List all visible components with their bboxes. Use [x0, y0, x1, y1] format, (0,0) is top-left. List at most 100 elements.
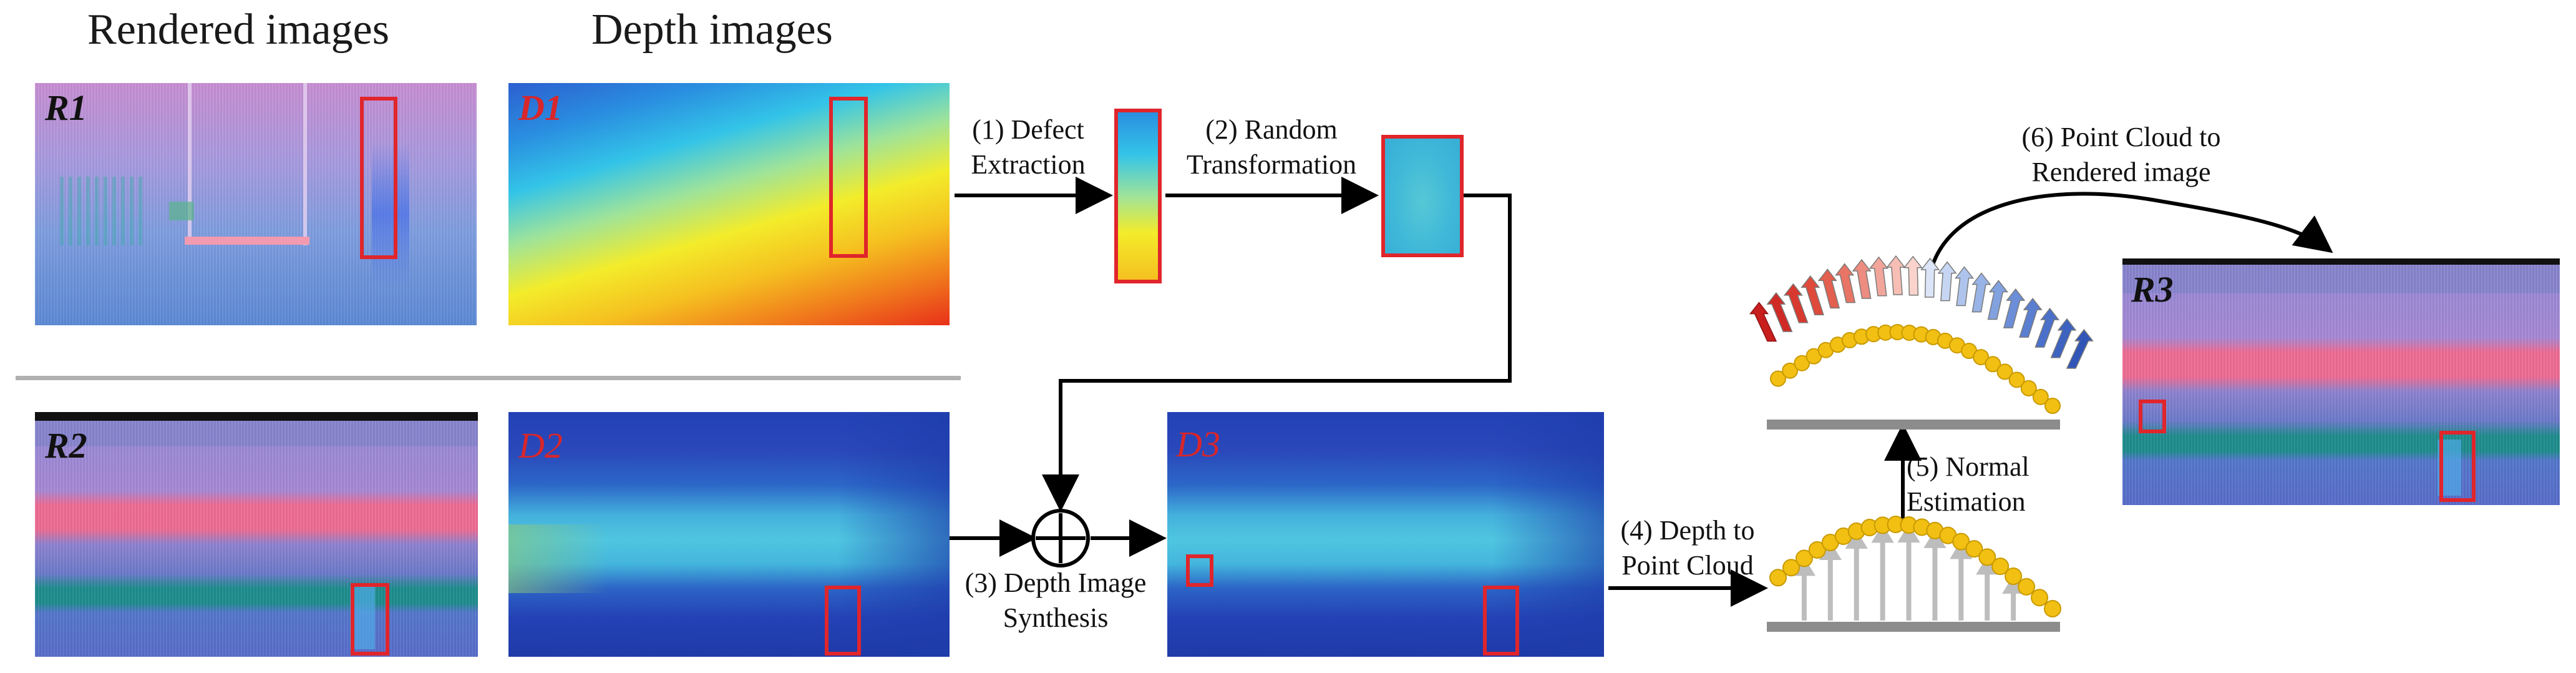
label-d3: D3: [1176, 424, 1220, 464]
defect-box-d1: [829, 97, 868, 258]
point-cloud-normals: [1749, 255, 2094, 430]
point: [2020, 380, 2037, 396]
normal-arrow: [2019, 297, 2043, 338]
normal-arrowhead: [1792, 557, 1816, 576]
step-5-label: (5) Normal Estimation: [1907, 451, 2029, 517]
label-r3: R3: [2131, 269, 2174, 310]
texture-stripe-pink: [185, 237, 309, 245]
right-fade: [837, 412, 950, 657]
point: [1770, 370, 1786, 387]
normal-arrowhead: [1897, 524, 1920, 543]
normal-arrow: [2066, 328, 2094, 369]
label-r2: R2: [45, 425, 87, 466]
point: [2044, 600, 2061, 617]
normal-arrow: [1801, 275, 1824, 315]
base-plane: [1767, 420, 2060, 430]
point: [1782, 362, 1799, 379]
normal-arrow: [1869, 256, 1888, 297]
vertical-normals: [1792, 524, 2025, 621]
point: [1965, 540, 1983, 558]
normal-arrow: [2050, 318, 2077, 358]
defect-box-d2: [825, 586, 861, 656]
point: [1985, 356, 2001, 373]
normal-arrow: [1835, 263, 1856, 303]
step-3-label: (3) Depth Image Synthesis: [965, 567, 1147, 633]
point: [2018, 577, 2036, 596]
surface-points: [1769, 516, 2061, 617]
point: [1782, 559, 1800, 577]
label-d2: D2: [518, 425, 563, 466]
point: [2031, 589, 2049, 607]
point: [1991, 558, 2010, 576]
point-cloud-depth: [1767, 516, 2061, 632]
point: [2008, 371, 2025, 388]
defect-box-r3: [2439, 431, 2476, 502]
normal-arrow: [2003, 288, 2026, 328]
texture-defect-blue: [372, 142, 409, 286]
top-edge: [35, 412, 478, 421]
point: [2044, 398, 2061, 414]
point: [1769, 569, 1787, 587]
colored-normals: [1749, 255, 2094, 369]
defect-box-r2: [351, 583, 389, 656]
normal-arrow: [1903, 255, 1923, 296]
rendered-image-r3: R3: [2122, 258, 2560, 505]
step-2-label: (2) Random Transformation: [1186, 114, 1357, 180]
normal-arrow: [1937, 261, 1957, 302]
texture-scratch: [60, 177, 147, 245]
depth-image-d3: D3: [1167, 412, 1604, 657]
normal-arrowhead: [1950, 540, 1973, 559]
normal-arrowhead: [1871, 524, 1894, 543]
normal-arrowhead: [1819, 541, 1842, 560]
depth-image-d1: D1: [508, 83, 950, 325]
left-glow: [508, 524, 608, 593]
normal-arrow: [1749, 302, 1777, 342]
normal-arrowhead: [1976, 556, 1999, 575]
surface-points-top: [1770, 324, 2061, 414]
rendered-image-r1: R1: [35, 83, 477, 325]
circled-plus-icon: [1031, 509, 1090, 567]
right-fade: [1492, 412, 1604, 657]
texture-patch-green: [169, 202, 194, 220]
normal-arrow: [1955, 266, 1975, 307]
point: [2032, 388, 2049, 405]
point: [2005, 567, 2023, 586]
point: [1952, 533, 1970, 551]
normal-arrow: [1971, 272, 1991, 313]
texture-line-vertical: [303, 83, 307, 245]
defect-box-d3: [1483, 586, 1519, 656]
arrow-to-merge: [1042, 194, 1512, 512]
base-plane: [1767, 622, 2060, 632]
defect-box-r3-inserted: [2139, 400, 2166, 433]
texture-line-vertical: [188, 83, 192, 239]
extracted-defect-patch: [1114, 109, 1162, 283]
label-r1: R1: [45, 87, 87, 128]
normal-arrow: [1987, 280, 2008, 320]
rendered-image-r2: R2: [35, 412, 478, 657]
normal-arrowhead: [1845, 530, 1868, 549]
row-divider: [16, 376, 961, 380]
normal-arrow: [1783, 283, 1809, 323]
depth-image-d2: D2: [508, 412, 950, 657]
step-4-label: (4) Depth to Point Cloud: [1620, 515, 1755, 581]
normal-arrowhead: [1923, 529, 1947, 548]
normal-arrow: [1852, 258, 1872, 299]
defect-box-r1: [360, 97, 397, 259]
normal-arrow: [2034, 307, 2060, 348]
top-edge: [2122, 258, 2560, 265]
label-d1: D1: [518, 87, 563, 128]
heading-depth-images: Depth images: [591, 6, 833, 54]
step-6-label: (6) Point Cloud to Rendered image: [2021, 122, 2221, 187]
normal-arrow: [1920, 257, 1940, 298]
point: [1795, 549, 1813, 567]
point: [1808, 541, 1826, 559]
heading-rendered-images: Rendered images: [87, 6, 389, 54]
point: [1794, 355, 1810, 371]
point: [1996, 363, 2013, 380]
point: [1978, 548, 1996, 566]
normal-arrow: [1766, 292, 1793, 332]
defect-box-d3-inserted: [1186, 554, 1213, 587]
normal-arrow: [1886, 255, 1906, 295]
